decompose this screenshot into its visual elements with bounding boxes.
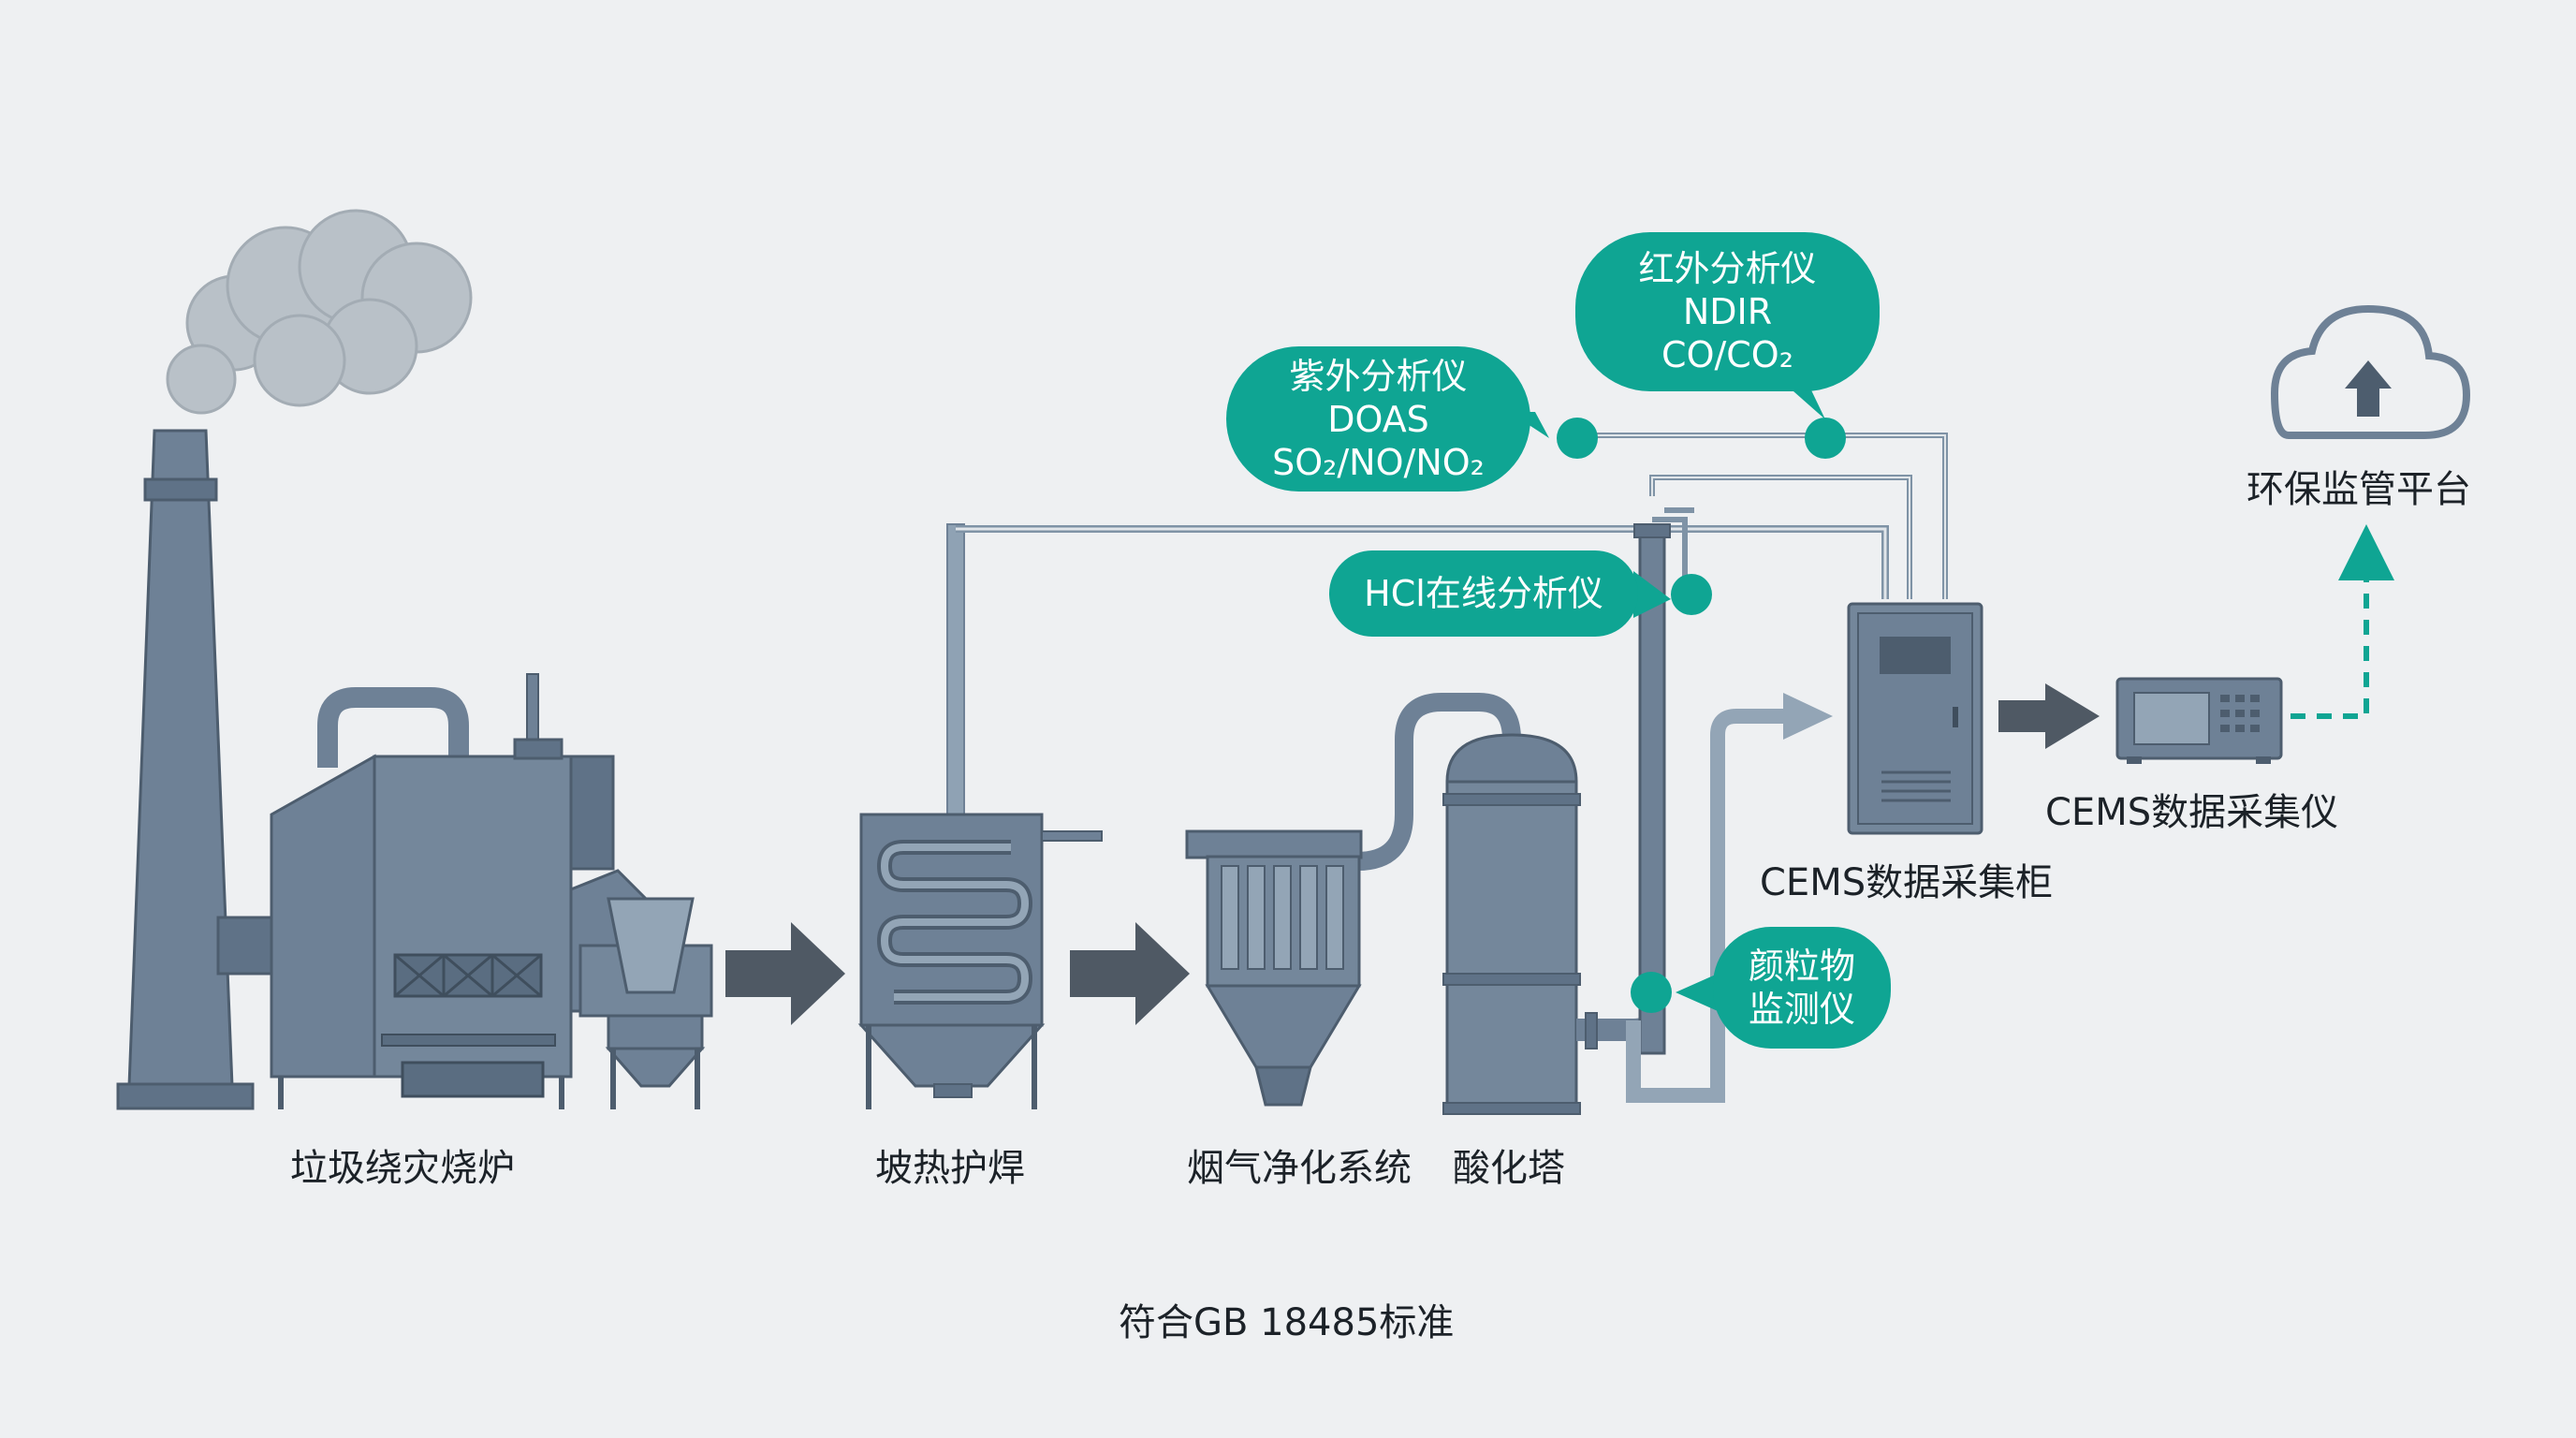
particle-monitor-bubble[interactable]: 颜粒物 监测仪 (1713, 927, 1891, 1049)
label-incinerator: 垃圾绕灾烧炉 (290, 1147, 515, 1190)
ir-analyzer-method: NDIR (1682, 291, 1773, 332)
acid-tower (1442, 733, 1663, 1115)
ir-analyzer-gases: CO/CO₂ (1661, 334, 1793, 375)
flow-arrow-3 (1998, 683, 2100, 749)
ir-analyzer-bubble[interactable]: 红外分析仪 NDIR CO/CO₂ (1575, 232, 1880, 391)
chimney (116, 429, 255, 1110)
flow-arrow-1 (725, 922, 845, 1025)
label-acid-tower: 酸化塔 (1453, 1147, 1565, 1190)
incinerator (216, 673, 713, 1109)
cloud-upload-icon[interactable] (2270, 304, 2471, 439)
uv-analyzer-title: 紫外分析仪 (1289, 355, 1468, 397)
uv-analyzer-bubble[interactable]: 紫外分析仪 DOAS SO₂/NO/NO₂ (1226, 346, 1530, 492)
label-cems-cabinet: CEMS数据采集柜 (1760, 861, 2054, 904)
label-standard: 符合GB 18485标准 (1119, 1301, 1455, 1344)
uv-analyzer-gases: SO₂/NO/NO₂ (1272, 441, 1485, 483)
uv-analyzer-method: DOAS (1327, 398, 1429, 440)
ir-analyzer-title: 红外分析仪 (1638, 248, 1817, 289)
label-flue-gas-system: 烟气净化系统 (1187, 1147, 1412, 1190)
smoke-cloud-icon (166, 209, 473, 415)
label-platform: 环保监管平台 (2247, 468, 2471, 511)
hcl-analyzer-title: HCl在线分析仪 (1364, 573, 1603, 614)
flue-gas-purifier (1185, 693, 1521, 1107)
cems-instrument[interactable] (2115, 677, 2283, 764)
boiler (857, 523, 1103, 1109)
label-cems-instrument: CEMS数据采集仪 (2045, 791, 2339, 834)
particle-monitor-line2: 监测仪 (1748, 989, 1855, 1030)
connector-dots (1557, 418, 1846, 1013)
cems-cabinet[interactable] (1847, 602, 1983, 835)
particle-monitor-line1: 颜粒物 (1748, 946, 1855, 987)
label-boiler: 坡热护焊 (875, 1147, 1025, 1190)
hcl-analyzer-bubble[interactable]: HCl在线分析仪 (1329, 550, 1638, 637)
uplink-dashed-line (2291, 524, 2394, 719)
flow-arrow-2 (1070, 922, 1190, 1025)
